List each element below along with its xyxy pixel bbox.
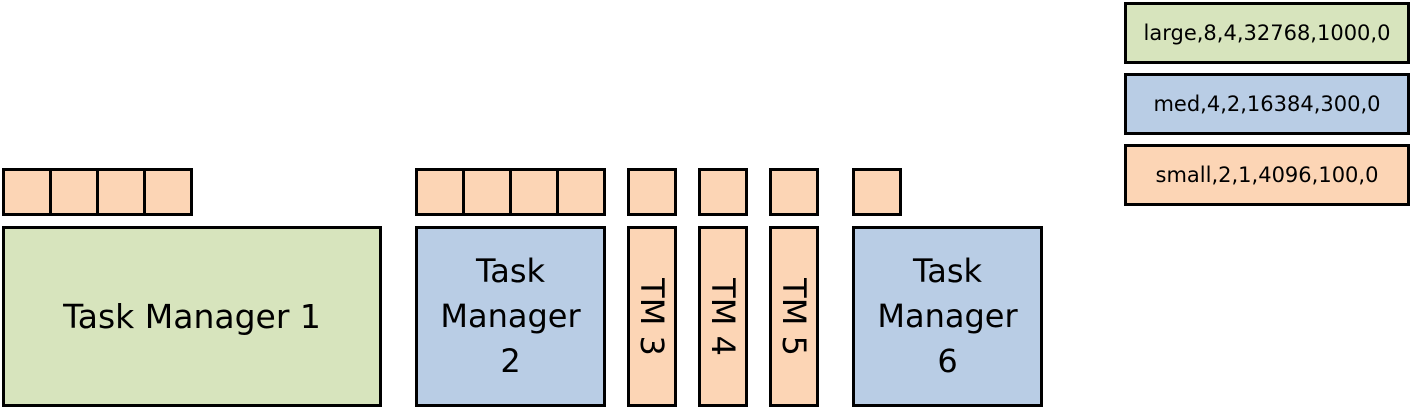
tm1-slot [143,168,193,216]
legend-med-text: med,4,2,16384,300,0 [1153,92,1381,116]
tm1-slot [49,168,99,216]
tm1-slot [2,168,52,216]
task-manager-6: Task Manager 6 [852,226,1043,407]
task-manager-2-label: Task Manager 2 [440,252,581,380]
tm5-slot [769,168,819,216]
legend-small-text: small,2,1,4096,100,0 [1155,163,1379,187]
tm2-slot [556,168,606,216]
task-manager-1: Task Manager 1 [2,226,382,407]
tm4-slot [698,168,748,216]
tm2-slot [415,168,465,216]
tm3-slot [627,168,677,216]
task-manager-4-label: TM 4 [704,277,742,356]
tm2-slot [509,168,559,216]
legend-large-text: large,8,4,32768,1000,0 [1143,21,1391,45]
task-manager-2: Task Manager 2 [415,226,606,407]
legend-med: med,4,2,16384,300,0 [1124,73,1410,135]
tm2-slot [462,168,512,216]
task-manager-3-label: TM 3 [633,277,671,356]
tm6-slot [852,168,902,216]
task-manager-6-label: Task Manager 6 [877,252,1018,380]
tm1-slot [96,168,146,216]
legend-large: large,8,4,32768,1000,0 [1124,2,1410,64]
task-manager-5: TM 5 [769,226,819,407]
task-manager-4: TM 4 [698,226,748,407]
task-manager-1-label: Task Manager 1 [63,297,321,336]
task-manager-5-label: TM 5 [775,277,813,356]
task-manager-3: TM 3 [627,226,677,407]
legend-small: small,2,1,4096,100,0 [1124,144,1410,206]
